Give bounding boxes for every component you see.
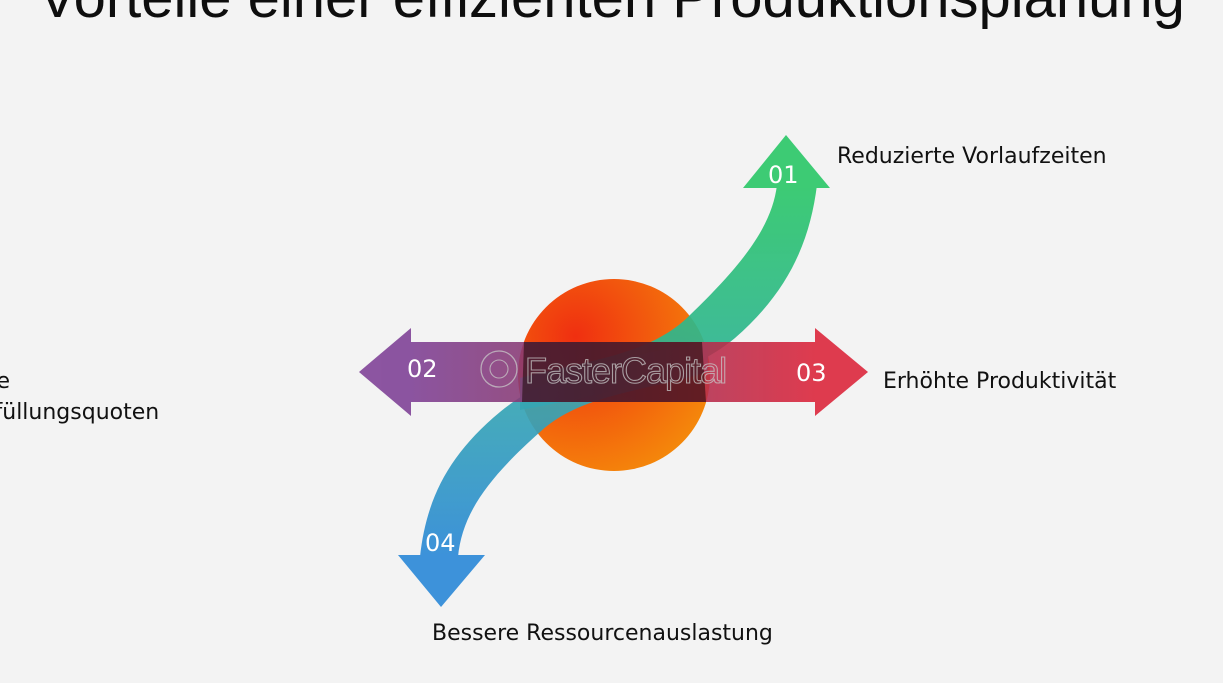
circle-overlap-shade: [522, 342, 706, 402]
item-03-label: Erhöhte Produktivität: [883, 369, 1117, 394]
slide-title: Vorteile einer effizienten Produktionspl…: [0, 0, 1223, 33]
item-04-label: Bessere Ressourcenauslastung: [432, 621, 773, 646]
watermark: FasterCapital: [480, 349, 728, 392]
item-01-number: 01: [768, 161, 799, 189]
watermark-text: FasterCapital: [525, 350, 726, 391]
watermark-gear-icon: [480, 350, 518, 388]
item-03-number: 03: [796, 359, 827, 387]
item-02-number: 02: [407, 355, 438, 383]
item-04-number: 04: [425, 529, 456, 557]
item-01-label: Reduzierte Vorlaufzeiten: [837, 144, 1107, 169]
item-02-label: Verbesserte Auftragserfüllungsquoten: [0, 366, 273, 428]
item-02-label-text: Verbesserte Auftragserfüllungsquoten: [0, 369, 160, 425]
